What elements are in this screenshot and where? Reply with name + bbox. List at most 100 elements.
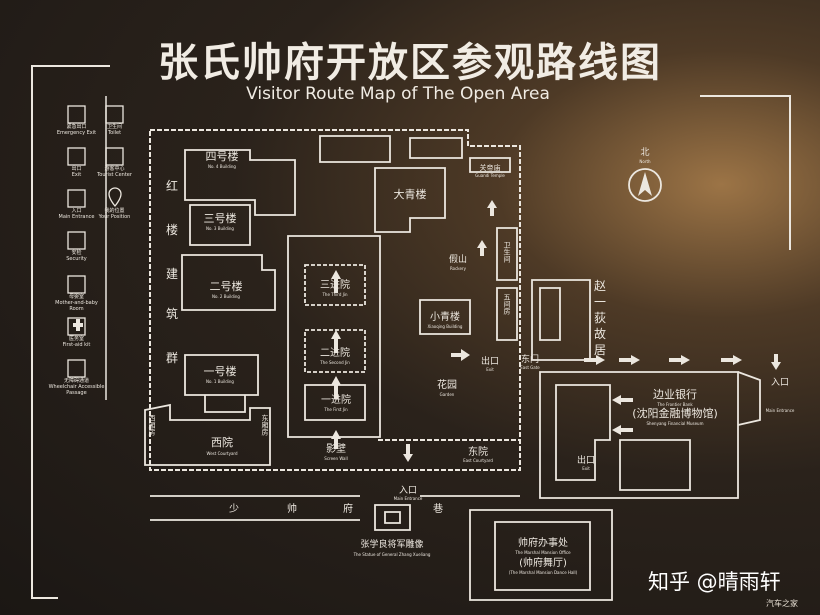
shuaifu-lane-line xyxy=(150,495,520,521)
compass-ring xyxy=(628,168,662,202)
board-frame-right xyxy=(700,95,791,250)
label-dagou-cn: 大青楼 xyxy=(394,187,427,201)
building-no3 xyxy=(189,204,251,246)
label-xiaoqing-cn: 小青楼 xyxy=(430,310,460,323)
svg-text:居: 居 xyxy=(594,343,606,357)
page-title: 张氏帅府开放区参观路线图 xyxy=(158,40,662,86)
first-jin-court xyxy=(304,384,366,421)
north-annex-b xyxy=(409,137,463,159)
label-office-cn: 帅府办事处 xyxy=(518,536,568,549)
page-subtitle: Visitor Route Map of The Open Area xyxy=(246,84,550,104)
svg-text:The Frontier Bank: The Frontier Bank xyxy=(656,402,693,407)
frontier-bank-hall xyxy=(619,439,691,491)
label-bank-exit-cn: 出口 xyxy=(577,454,595,466)
building-no1-stair xyxy=(204,395,246,413)
label-first-jin-cn: 一进院 xyxy=(321,393,351,406)
statue-plinth xyxy=(374,504,411,531)
svg-text:The Third Jin: The Third Jin xyxy=(321,292,347,297)
svg-text:故: 故 xyxy=(594,326,606,341)
svg-text:East Courtyard: East Courtyard xyxy=(463,458,493,463)
svg-text:帅: 帅 xyxy=(287,502,297,515)
emergency-exit-icon xyxy=(67,105,86,124)
label-second-jin-cn: 二进院 xyxy=(320,346,350,359)
location-pin-icon xyxy=(108,187,122,207)
mother-baby-room-icon xyxy=(67,275,86,294)
label-third-jin-cn: 三进院 xyxy=(320,278,350,291)
label-exit-cn: 出口 xyxy=(481,355,499,367)
svg-text:North: North xyxy=(639,159,651,164)
building-xiaoqing xyxy=(419,299,471,335)
marshal-mansion-office xyxy=(469,509,613,601)
svg-text:No. 1 Building: No. 1 Building xyxy=(206,379,234,384)
svg-text:建: 建 xyxy=(166,267,178,281)
label-main-entrance-cn: 入口 xyxy=(399,485,417,496)
svg-text:Main Entrance: Main Entrance xyxy=(394,496,423,501)
label-screen-wall-cn: 影壁 xyxy=(326,442,346,455)
svg-text:Main Entrance: Main Entrance xyxy=(766,408,795,413)
svg-text:No. 2 Building: No. 2 Building xyxy=(212,294,240,299)
outer-compound-wall xyxy=(149,129,521,471)
bank-entrance-steps xyxy=(737,371,761,426)
north-annex-a xyxy=(319,135,391,163)
five-bay-house xyxy=(496,287,518,341)
third-jin-court xyxy=(304,264,366,306)
board-frame-left xyxy=(31,65,110,599)
guandi-temple xyxy=(469,157,511,173)
svg-text:少: 少 xyxy=(229,503,239,515)
label-east-gate-cn: 东门 xyxy=(521,353,539,365)
svg-text:(沈阳金融博物馆): (沈阳金融博物馆) xyxy=(632,406,718,420)
svg-text:楼: 楼 xyxy=(166,222,178,237)
svg-text:The First Jin: The First Jin xyxy=(323,407,348,412)
exit-icon xyxy=(67,147,86,166)
svg-text:(帅府舞厅): (帅府舞厅) xyxy=(519,556,567,569)
svg-text:The Marshal Mansion Office: The Marshal Mansion Office xyxy=(514,550,571,555)
svg-text:(The Marshal Mansion Dance Hal: (The Marshal Mansion Dance Hall) xyxy=(509,570,578,575)
label-bank-cn: 边业银行 xyxy=(653,387,697,401)
svg-text:Guandi Temple: Guandi Temple xyxy=(475,173,505,178)
security-check-icon xyxy=(67,231,86,250)
svg-text:巷: 巷 xyxy=(433,503,443,515)
label-rockery-cn: 假山 xyxy=(449,254,467,265)
label-no4-cn: 四号楼 xyxy=(206,149,239,163)
svg-text:Rockery: Rockery xyxy=(450,266,467,271)
building-no2 xyxy=(181,254,276,311)
building-no1 xyxy=(184,354,259,396)
building-dagou xyxy=(374,167,446,233)
entrance-icon xyxy=(67,189,86,208)
first-aid-icon xyxy=(67,317,86,336)
label-statue-cn: 张学良将军雕像 xyxy=(360,538,423,550)
toilet-icon xyxy=(105,105,124,124)
svg-text:东厢房: 东厢房 xyxy=(261,414,269,437)
svg-text:Garden: Garden xyxy=(440,392,455,397)
svg-text:Shenyang Financial Museum: Shenyang Financial Museum xyxy=(647,421,704,426)
svg-text:红: 红 xyxy=(166,178,178,193)
frontier-bank-building xyxy=(555,384,611,481)
svg-text:No. 4 Building: No. 4 Building xyxy=(208,164,236,169)
svg-text:No. 3 Building: No. 3 Building xyxy=(206,226,234,231)
label-no3-cn: 三号楼 xyxy=(204,211,237,225)
svg-text:府: 府 xyxy=(343,502,353,515)
svg-text:Screen Wall: Screen Wall xyxy=(324,456,347,461)
compass-north-icon xyxy=(638,172,652,196)
watermark-source: 汽车之家 xyxy=(766,599,798,608)
svg-text:East Gate: East Gate xyxy=(520,365,540,370)
svg-text:赵: 赵 xyxy=(594,279,606,293)
label-west-courtyard-cn: 西院 xyxy=(211,435,233,449)
building-no4 xyxy=(184,149,296,216)
svg-text:Xiaoqing Building: Xiaoqing Building xyxy=(428,324,463,329)
svg-text:卫生间: 卫生间 xyxy=(503,242,511,264)
label-no2-cn: 二号楼 xyxy=(210,279,243,293)
svg-text:荻: 荻 xyxy=(594,311,606,325)
svg-text:筑: 筑 xyxy=(166,306,178,321)
legend-icons xyxy=(67,105,124,378)
svg-text:The Statue of General Zhang Xu: The Statue of General Zhang Xueliang xyxy=(353,552,431,557)
label-no1-cn: 一号楼 xyxy=(204,364,237,378)
svg-text:West Courtyard: West Courtyard xyxy=(206,451,237,456)
